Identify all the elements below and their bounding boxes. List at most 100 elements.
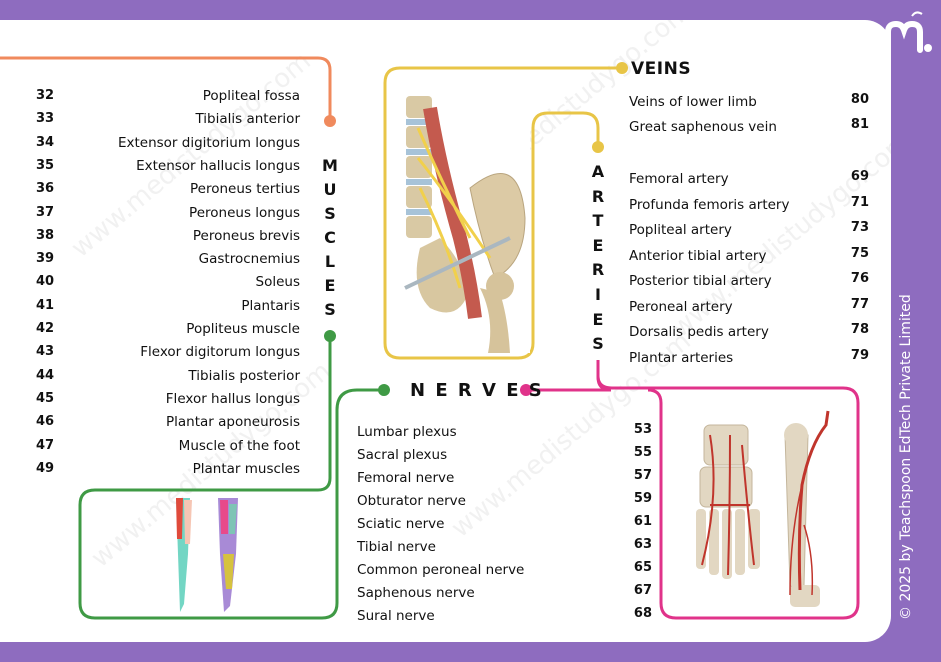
list-item: 41 Plantaris	[0, 298, 310, 318]
heading-letter: R	[591, 186, 605, 206]
item-name: Tibialis anterior	[195, 111, 300, 128]
item-name: Extensor hallucis longus	[136, 157, 300, 174]
item-number: 35	[36, 157, 55, 173]
item-name: Lumbar plexus	[357, 424, 457, 440]
list-item: Saphenous nerve 67	[357, 583, 652, 603]
item-number: 80	[850, 92, 869, 107]
page-card: www.medistudygo.com www.medistudygo.com …	[0, 20, 891, 642]
list-item: 40 Soleus	[0, 274, 310, 294]
item-name: Tibial nerve	[357, 539, 436, 555]
item-name: Posterior tibial artery	[629, 273, 772, 289]
item-name: Anterior tibial artery	[629, 247, 767, 264]
item-name: Peroneus brevis	[192, 227, 300, 244]
item-number: 61	[633, 514, 652, 529]
nerves-left-dot	[378, 384, 390, 396]
item-name: Veins of lower limb	[629, 94, 757, 110]
item-name: Soleus	[255, 274, 300, 291]
list-item: Sacral plexus 55	[357, 445, 652, 465]
item-name: Femoral nerve	[357, 470, 455, 486]
item-number: 55	[633, 445, 652, 460]
item-number: 38	[36, 227, 55, 243]
item-name: Sacral plexus	[357, 447, 448, 463]
item-name: Plantar aponeurosis	[166, 414, 300, 431]
heading-letter: A	[591, 162, 605, 181]
heading-letter: E	[592, 309, 604, 329]
nerves-heading: N E R V E S	[410, 380, 544, 401]
item-name: Popliteus muscle	[186, 321, 300, 337]
connector-lines	[0, 56, 860, 620]
item-number: 65	[633, 560, 652, 575]
item-name: Plantar muscles	[192, 460, 300, 477]
sacrum	[416, 238, 470, 313]
item-number: 41	[36, 297, 55, 313]
item-name: Obturator nerve	[357, 493, 466, 509]
leg-muscles-illustration	[176, 498, 238, 612]
list-item: 42 Popliteus muscle	[0, 321, 310, 341]
item-number: 77	[850, 296, 869, 312]
heading-letter: R	[591, 260, 605, 280]
item-number: 63	[633, 537, 652, 552]
list-item: 46 Plantar aponeurosis	[0, 414, 310, 434]
item-number: 46	[36, 414, 55, 430]
list-item: 36 Peroneus tertius	[0, 181, 310, 201]
heading-letter: S	[324, 300, 336, 319]
item-number: 45	[36, 390, 55, 406]
list-item: 34 Extensor digitorium longus	[0, 135, 310, 155]
item-name: Sural nerve	[357, 608, 435, 624]
item-number: 68	[633, 606, 652, 621]
lumbar-nerves	[416, 127, 492, 289]
item-number: 37	[36, 204, 55, 220]
item-name: Profunda femoris artery	[629, 196, 790, 213]
veins-frame-line	[383, 66, 622, 360]
item-number: 67	[633, 583, 652, 598]
item-name: Extensor digitorium longus	[117, 134, 300, 151]
item-name: Saphenous nerve	[357, 585, 475, 601]
veins-heading: VEINS	[631, 59, 692, 79]
muscles-top-line	[0, 56, 332, 120]
item-number: 40	[36, 274, 55, 290]
leg-branches	[789, 484, 814, 596]
item-number: 42	[36, 321, 55, 336]
list-item: 35 Extensor hallucis longus	[0, 158, 310, 178]
item-name: Plantaris	[241, 297, 300, 314]
muscles-top-dot	[324, 115, 336, 127]
psoas-muscle	[423, 106, 482, 319]
right-leg-yellow-muscle	[223, 554, 234, 589]
heading-letter: L	[324, 252, 336, 271]
item-number: 47	[36, 437, 55, 453]
list-item: 38 Peroneus brevis	[0, 228, 310, 248]
item-name: Plantar arteries	[629, 349, 734, 366]
femoral-head	[486, 272, 514, 300]
item-number: 36	[36, 181, 55, 197]
item-number: 76	[850, 271, 869, 286]
item-name: Common peroneal nerve	[357, 562, 525, 578]
item-number: 53	[633, 422, 652, 437]
heading-letter: E	[324, 276, 336, 295]
nerves-green-line	[78, 336, 383, 620]
heading-letter: C	[324, 228, 336, 247]
item-number: 59	[633, 491, 652, 506]
item-name: Peroneus tertius	[189, 181, 300, 198]
item-number: 34	[36, 134, 55, 150]
item-name: Popliteal fossa	[202, 88, 300, 104]
item-number: 43	[36, 344, 55, 360]
heading-letter: S	[592, 334, 604, 354]
list-item: Obturator nerve 59	[357, 491, 652, 511]
arteries-top-dot	[592, 141, 604, 153]
arteries-frame-line	[596, 375, 860, 620]
